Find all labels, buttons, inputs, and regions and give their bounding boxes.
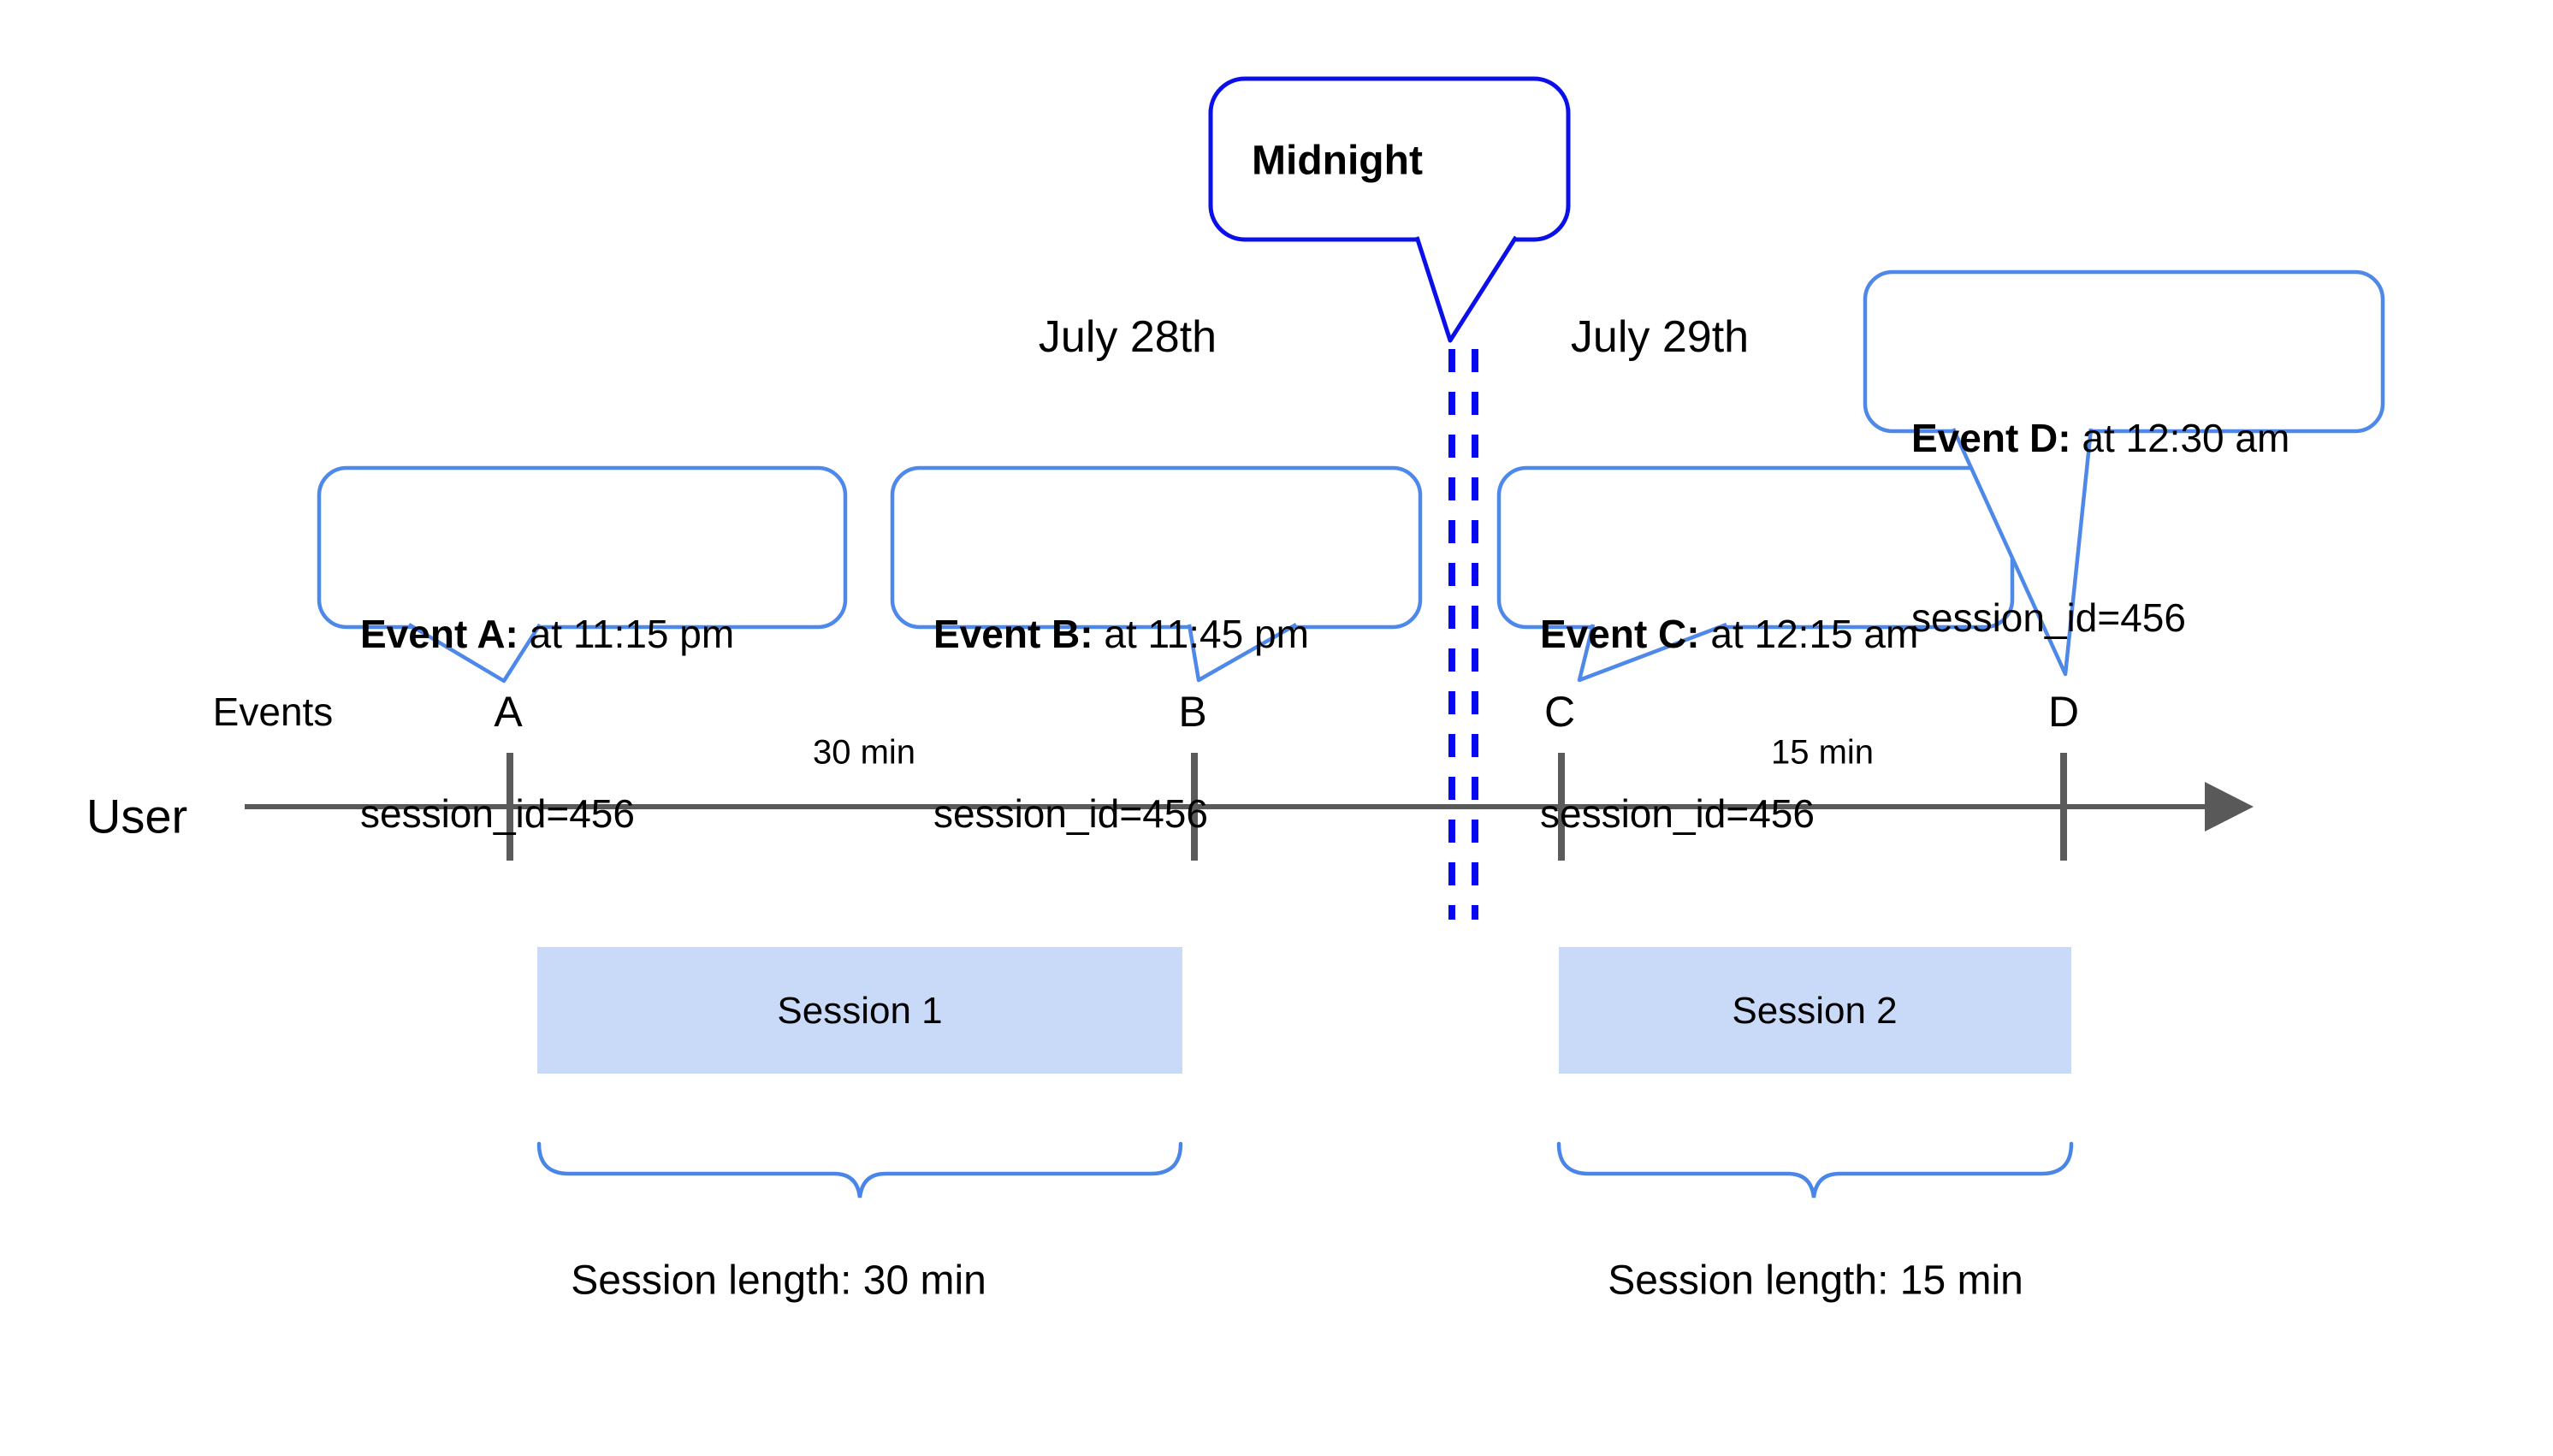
session-2-length-label: Session length: 15 min	[1608, 1258, 2023, 1304]
session-2-label: Session 2	[1732, 990, 1898, 1032]
event-d-line2: session_id=456	[1911, 595, 2186, 640]
date-label-july-28: July 28th	[1038, 312, 1217, 362]
event-b-callout-text: Event B: at 11:45 pm session_id=456	[933, 484, 1309, 963]
timeline-arrowhead-icon	[2205, 782, 2254, 832]
event-b-callout-bubble	[890, 465, 1423, 630]
event-c-line2: session_id=456	[1540, 791, 1815, 836]
event-c-callout-text: Event C: at 12:15 am session_id=456	[1540, 484, 1918, 963]
brace-session-1	[536, 1141, 1183, 1199]
midnight-callout-tail	[1414, 235, 1519, 343]
midnight-callout-label: Midnight	[1252, 138, 1423, 184]
session-1-label: Session 1	[777, 990, 943, 1032]
event-d-callout-bubble	[1863, 269, 2385, 434]
session-1-length-label: Session length: 30 min	[571, 1258, 986, 1304]
event-c-line1: Event C: at 12:15 am	[1540, 612, 1919, 656]
event-a-line1: Event A: at 11:15 pm	[360, 612, 735, 656]
session-2-box	[1559, 947, 2071, 1074]
event-d-callout-text: Event D: at 12:30 am session_id=456	[1911, 288, 2289, 767]
midnight-callout-bubble	[1208, 76, 1571, 242]
tick-label-d: D	[2047, 688, 2080, 736]
interval-label-15min: 15 min	[1770, 733, 1875, 772]
events-axis-label: Events	[212, 690, 334, 734]
event-b-callout-tail	[1187, 623, 1298, 683]
event-b-line1: Event B: at 11:45 pm	[933, 612, 1309, 656]
interval-label-30min: 30 min	[812, 733, 916, 772]
event-b-line2: session_id=456	[933, 791, 1208, 836]
tick-label-b: B	[1178, 688, 1207, 736]
event-c-callout-tail	[1577, 622, 1727, 683]
session-1-box	[537, 947, 1182, 1074]
date-label-july-29: July 29th	[1570, 312, 1750, 362]
event-d-line1: Event D: at 12:30 am	[1911, 416, 2290, 460]
event-d-callout-tail	[1951, 428, 2094, 677]
event-a-callout-text: Event A: at 11:15 pm session_id=456	[360, 484, 734, 963]
event-a-callout-tail	[407, 623, 542, 684]
tick-label-c: C	[1543, 688, 1576, 736]
user-label: User	[86, 789, 188, 843]
event-a-line2: session_id=456	[360, 791, 635, 836]
brace-session-2	[1556, 1141, 2074, 1199]
tick-label-a: A	[494, 688, 523, 736]
event-a-callout-bubble	[317, 465, 848, 630]
